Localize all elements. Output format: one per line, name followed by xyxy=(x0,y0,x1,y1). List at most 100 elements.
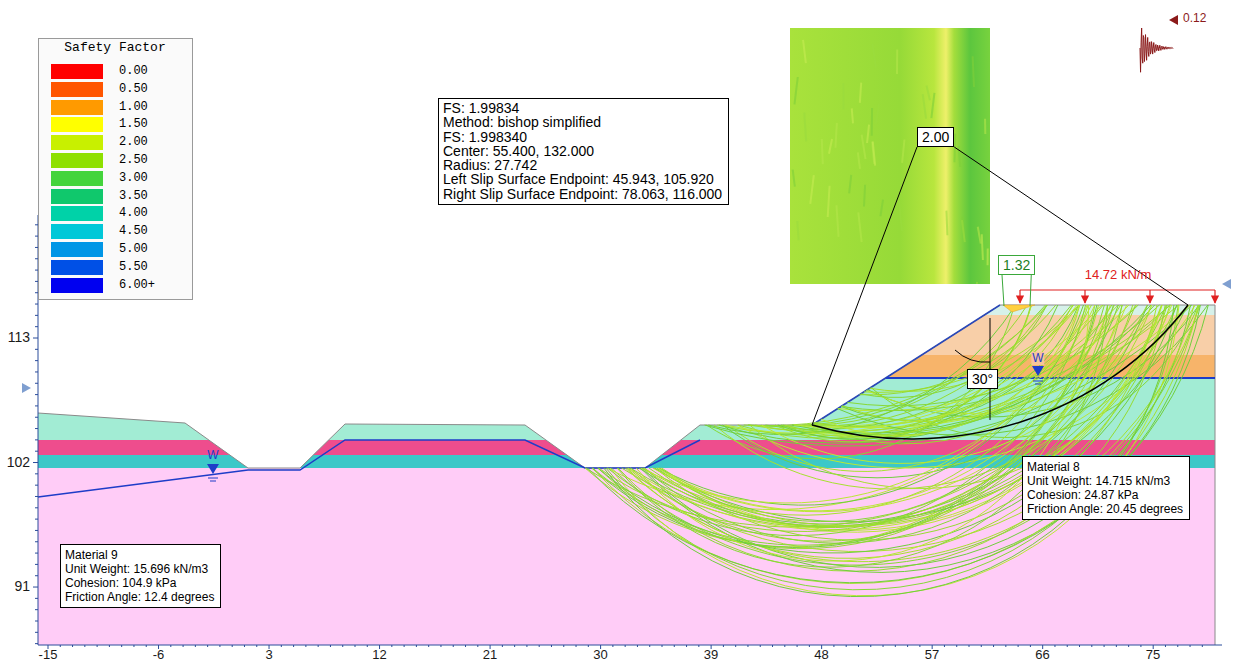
local-factor-tag: 1.32 xyxy=(998,255,1035,275)
legend-label: 3.50 xyxy=(119,188,148,205)
water-table-line xyxy=(38,440,700,497)
axis-tick xyxy=(883,645,884,647)
axis-tick xyxy=(723,645,724,647)
axis-tick xyxy=(35,519,38,520)
axis-label: 91 xyxy=(14,579,30,594)
seismic-coefficient: 0.12 xyxy=(1183,12,1206,25)
node-text: Friction Angle: 20.45 degrees xyxy=(1027,502,1183,516)
trial-slip-surface xyxy=(861,305,1047,397)
leader-line xyxy=(1030,275,1031,306)
trial-slip-surface xyxy=(800,305,1032,437)
axis-tick xyxy=(1165,645,1166,647)
node-text: Method: bishop simplified xyxy=(443,115,722,129)
inset-streak xyxy=(803,40,806,63)
axis-tick xyxy=(232,645,233,647)
inset-streak xyxy=(987,248,989,265)
node-text: 1.32 xyxy=(1003,257,1030,273)
inset-streak xyxy=(984,119,986,134)
axis-tick xyxy=(318,645,319,647)
trial-slip-surface xyxy=(778,305,1058,439)
axis-tick xyxy=(969,645,970,647)
trial-slip-surface xyxy=(641,305,1088,503)
legend-swatch xyxy=(51,278,103,293)
axis-tick xyxy=(846,645,847,647)
axis-tick xyxy=(355,645,356,647)
trial-slip-surface xyxy=(607,305,1085,536)
axis-tick xyxy=(293,645,294,647)
axis-label: 12 xyxy=(372,648,386,662)
node-text: FS: 1.99834 xyxy=(443,101,722,115)
legend-row: 5.00 xyxy=(39,241,192,258)
legend-box: 0.000.501.001.502.002.503.003.504.004.50… xyxy=(38,38,193,300)
axis-tick xyxy=(674,645,675,647)
result-info-box: FS: 1.99834Method: bishop simplifiedFS: … xyxy=(438,98,729,205)
legend-row: 4.00 xyxy=(39,205,192,222)
inset-streak xyxy=(973,56,974,87)
axis-tick xyxy=(97,645,98,647)
legend-row: 4.50 xyxy=(39,223,192,240)
inset-streak xyxy=(880,200,883,217)
axis-tick xyxy=(121,645,122,647)
trial-slip-surface xyxy=(781,305,1170,435)
axis-tick xyxy=(797,645,798,647)
axis-tick xyxy=(772,645,773,647)
load-arrow xyxy=(1019,290,1020,303)
leader-line xyxy=(812,147,917,425)
water-table-marker: W xyxy=(1031,352,1044,365)
axis-tick xyxy=(35,632,38,633)
trial-slip-surface xyxy=(588,305,1209,583)
axis-tick xyxy=(981,645,982,647)
legend-swatch xyxy=(51,82,103,97)
legend-title: Safety Factor xyxy=(64,41,165,55)
inset-streak xyxy=(872,44,876,68)
trial-slip-surface xyxy=(870,305,1079,391)
axis-tick xyxy=(944,645,945,647)
legend-label: 0.00 xyxy=(119,63,148,80)
axis-label: 39 xyxy=(704,648,718,662)
inset-texture xyxy=(793,40,988,284)
legend-swatch xyxy=(51,100,103,115)
trial-slip-surface xyxy=(593,305,1199,583)
axis-tick xyxy=(404,645,405,647)
axis-label: 102 xyxy=(7,455,30,470)
legend-label: 1.00 xyxy=(119,99,148,116)
trial-slip-surface xyxy=(766,305,1072,430)
axis-tick xyxy=(367,645,368,647)
axis-tick xyxy=(514,645,515,647)
inset-streak xyxy=(849,175,851,194)
axis-tick xyxy=(133,645,134,647)
node-text: Cohesion: 104.9 kPa xyxy=(65,576,214,590)
inset-streak xyxy=(842,83,844,110)
legend-row: 1.50 xyxy=(39,116,192,133)
axis-tick xyxy=(35,383,38,384)
node-text: 30° xyxy=(972,371,993,387)
inset-streak xyxy=(959,146,961,167)
axis-tick xyxy=(35,473,38,474)
axis-label: -6 xyxy=(153,648,165,662)
inset-streak xyxy=(797,221,798,240)
legend-label: 4.50 xyxy=(119,223,148,240)
material-box: Material 8Unit Weight: 14.715 kN/m3Cohes… xyxy=(1022,456,1190,520)
axis-tick xyxy=(1018,645,1019,647)
axis-tick xyxy=(870,645,871,647)
axis-tick xyxy=(1202,645,1203,647)
trial-slip-surface xyxy=(860,305,1056,395)
legend-label: 5.00 xyxy=(119,241,148,258)
inset-streak xyxy=(793,170,795,187)
legend-swatch xyxy=(51,117,103,132)
inset-streak xyxy=(931,93,934,118)
inset-streak xyxy=(810,175,814,204)
axis-tick xyxy=(440,645,441,647)
legend-swatch xyxy=(51,224,103,239)
axis-tick xyxy=(576,645,577,647)
node-text: Cohesion: 24.87 kPa xyxy=(1027,488,1183,502)
inset-streak xyxy=(835,123,836,148)
axis-tick xyxy=(784,645,785,647)
axis-tick xyxy=(588,645,589,647)
trial-slip-surface xyxy=(636,305,1089,561)
axis-tick xyxy=(698,645,699,647)
trial-slip-surface xyxy=(762,305,1152,463)
axis-tick xyxy=(35,530,38,531)
trial-slip-surface xyxy=(654,305,1188,522)
